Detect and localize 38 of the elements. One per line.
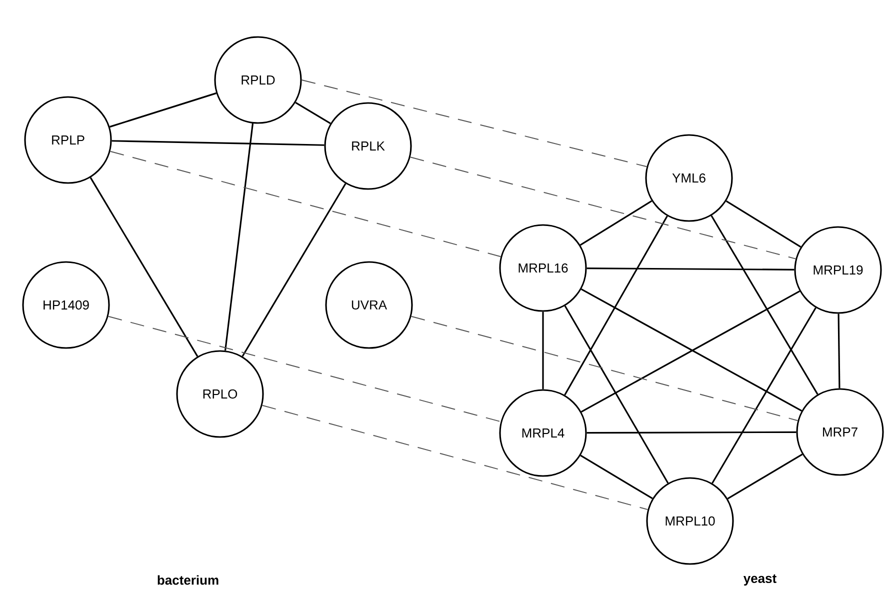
edge-line — [726, 200, 802, 248]
protein-node: RPLO — [176, 350, 264, 438]
edge-line — [90, 177, 198, 357]
edge-line — [586, 431, 796, 434]
edge-line — [586, 268, 794, 270]
edge-line — [295, 102, 331, 124]
protein-node: MRPL19 — [794, 226, 882, 314]
edge-line — [224, 123, 254, 351]
protein-node: YML6 — [645, 134, 733, 222]
group-label: bacterium — [158, 575, 218, 585]
edge-line — [542, 312, 544, 390]
dashed-line — [262, 404, 648, 510]
protein-node: MRPL10 — [646, 477, 734, 565]
dashed-line — [110, 150, 502, 258]
dashed-line — [410, 156, 796, 260]
edge-line — [580, 200, 652, 246]
protein-node: UVRA — [325, 261, 413, 349]
edge-line — [712, 307, 816, 484]
edge-line — [727, 454, 803, 500]
dashed-line — [410, 316, 798, 422]
protein-node: MRPL16 — [499, 224, 587, 312]
dashed-line — [108, 316, 502, 422]
edge-line — [564, 305, 669, 484]
group-label: yeast — [743, 574, 776, 586]
protein-node: MRP7 — [796, 388, 884, 476]
protein-node: RPLD — [214, 36, 302, 124]
edge-line — [710, 215, 818, 395]
protein-node: HP1409 — [22, 261, 110, 349]
protein-node: RPLP — [24, 96, 112, 184]
protein-node: MRPL4 — [499, 389, 587, 477]
dashed-line — [301, 80, 648, 168]
protein-node: RPLK — [324, 102, 412, 190]
edge-line — [564, 216, 668, 396]
edge-line — [242, 183, 346, 357]
edge-line — [110, 92, 216, 128]
edge-line — [838, 314, 840, 388]
edge-line — [580, 454, 653, 500]
edge-line — [112, 140, 324, 146]
